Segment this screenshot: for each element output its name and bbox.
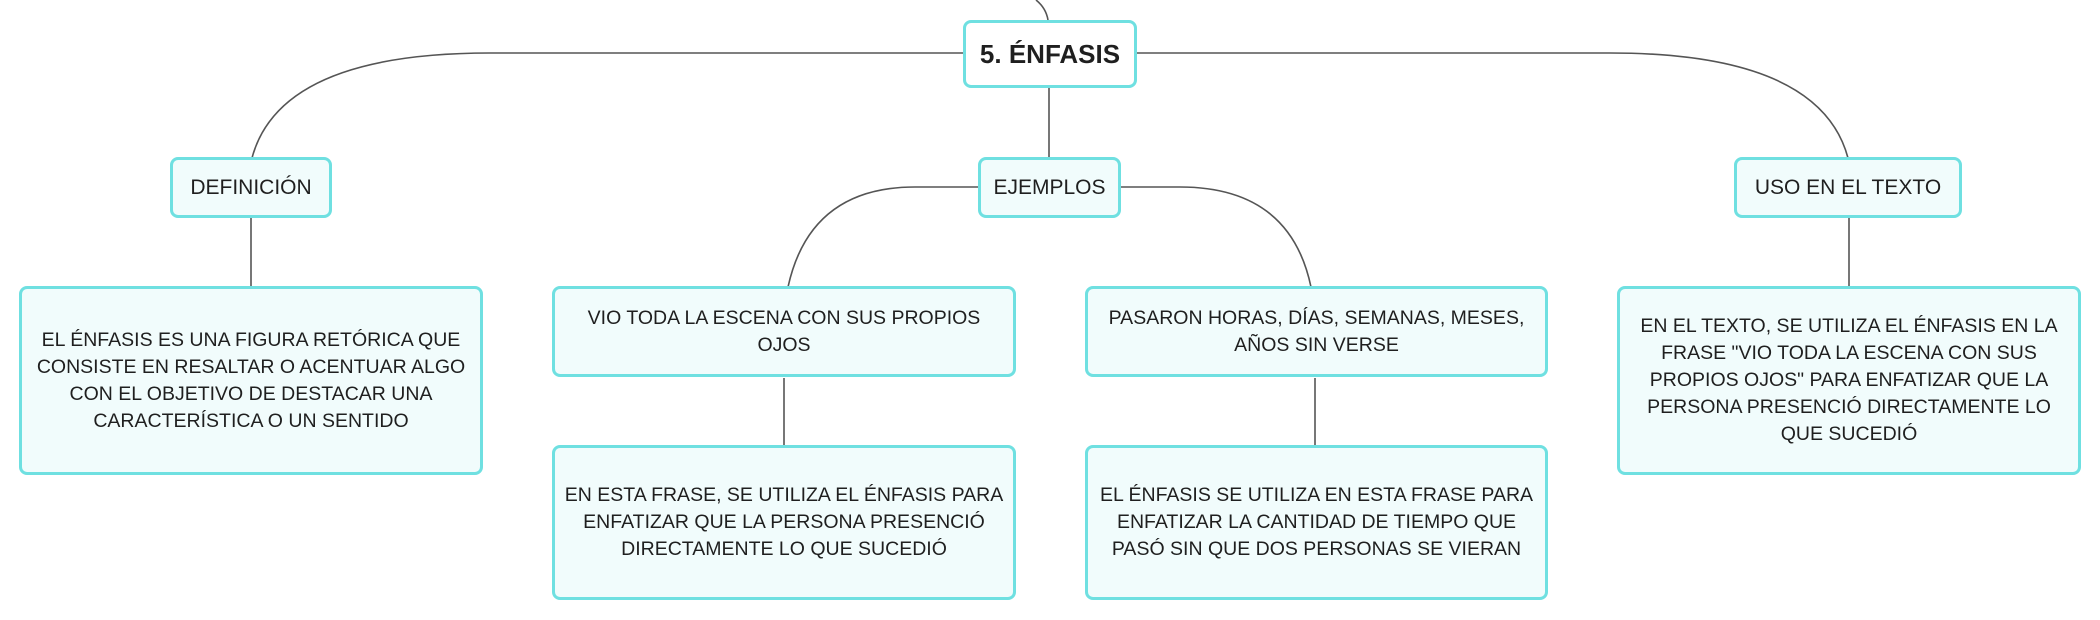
connector-ejemplos-example-2 — [1120, 186, 1312, 288]
connector-ejemplos-example-1 — [787, 186, 979, 288]
example-2-text: PASARON HORAS, DÍAS, SEMANAS, MESES, AÑO… — [1108, 306, 1525, 356]
example-2-explanation: EL ÉNFASIS SE UTILIZA EN ESTA FRASE PARA… — [1099, 484, 1534, 560]
uso-label: USO EN EL TEXTO — [1754, 175, 1942, 199]
definicion-label: DEFINICIÓN — [190, 175, 312, 199]
example-1-text: VIO TODA LA ESCENA CON SUS PROPIOS OJOS — [587, 306, 981, 356]
example-1-explanation: EN ESTA FRASE, SE UTILIZA EL ÉNFASIS PAR… — [564, 484, 1004, 560]
connector-root-uso — [1136, 52, 1849, 159]
definicion-text: EL ÉNFASIS ES UNA FIGURA RETÓRICA QUE CO… — [36, 328, 466, 432]
root-node[interactable]: 5. ÉNFASIS — [963, 20, 1137, 88]
uso-node[interactable]: USO EN EL TEXTO — [1734, 157, 1962, 218]
uso-text-node[interactable]: EN EL TEXTO, SE UTILIZA EL ÉNFASIS EN LA… — [1617, 286, 2081, 475]
root-label: 5. ÉNFASIS — [979, 38, 1121, 69]
ejemplos-node[interactable]: EJEMPLOS — [978, 157, 1121, 218]
example-2-node[interactable]: PASARON HORAS, DÍAS, SEMANAS, MESES, AÑO… — [1085, 286, 1548, 377]
example-1-explanation-node[interactable]: EN ESTA FRASE, SE UTILIZA EL ÉNFASIS PAR… — [552, 445, 1016, 600]
connector-root-definicion — [251, 52, 965, 159]
connector-root-parent — [1035, 0, 1049, 21]
example-1-node[interactable]: VIO TODA LA ESCENA CON SUS PROPIOS OJOS — [552, 286, 1016, 377]
ejemplos-label: EJEMPLOS — [993, 175, 1106, 199]
definicion-node[interactable]: DEFINICIÓN — [170, 157, 332, 218]
definicion-text-node[interactable]: EL ÉNFASIS ES UNA FIGURA RETÓRICA QUE CO… — [19, 286, 483, 475]
uso-text: EN EL TEXTO, SE UTILIZA EL ÉNFASIS EN LA… — [1640, 315, 2058, 445]
example-2-explanation-node[interactable]: EL ÉNFASIS SE UTILIZA EN ESTA FRASE PARA… — [1085, 445, 1548, 600]
